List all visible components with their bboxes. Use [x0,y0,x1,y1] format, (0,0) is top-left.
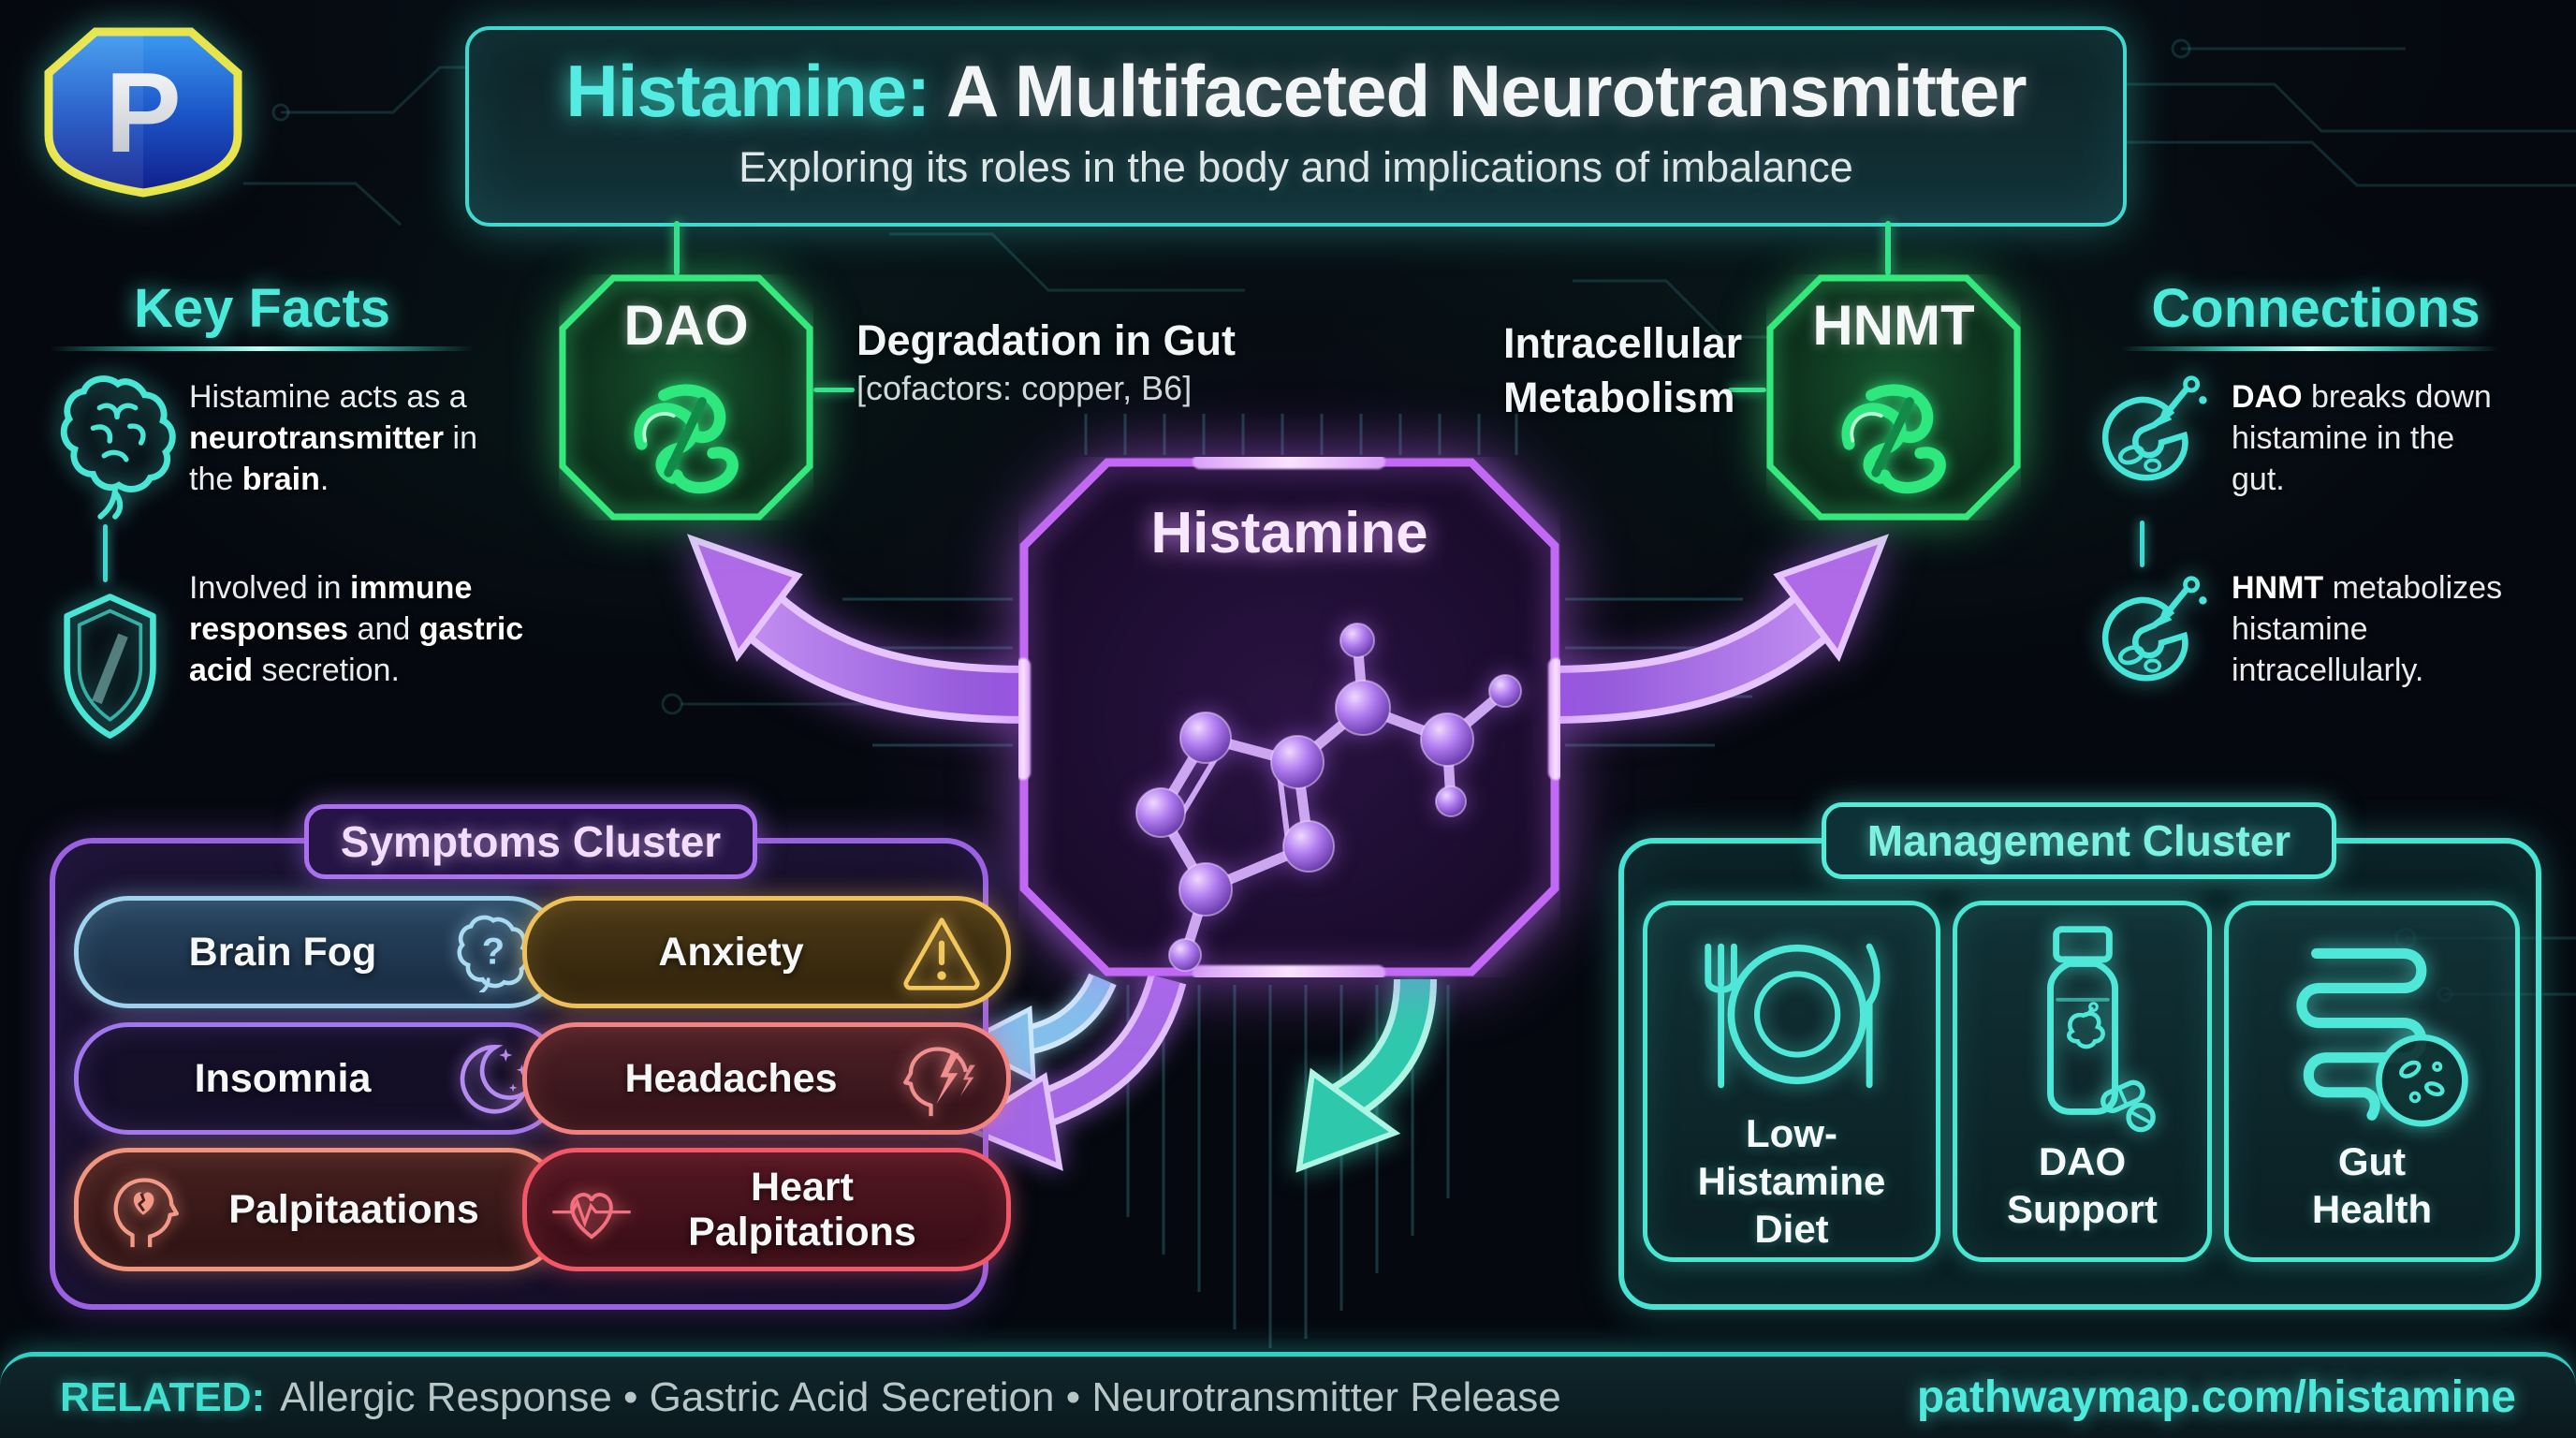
connections-underline [2121,346,2499,351]
title-panel: Histamine: A Multifaceted Neurotransmitt… [465,26,2127,227]
moon-stars-icon [460,1045,529,1114]
connector-keyfacts [103,524,108,582]
heart-ecg-icon [552,1193,631,1240]
connector-title-hnmt [1885,221,1891,275]
key-fact-1: Histamine acts as a neurotransmitter in … [189,379,477,498]
pill-palpitations-typo: Palpitaations [74,1148,563,1271]
footer-url: pathwaymap.com/histamine [1916,1372,2516,1422]
enzyme-cell-icon [2086,573,2209,715]
hnmt-label: HNMT [1812,294,1975,357]
gut-icon [2296,947,2468,1127]
brain-icon [58,371,178,521]
shield-icon [60,590,161,743]
histamine-node: Histamine [1018,457,1560,977]
key-fact-2: Involved in immune responses and gastric… [189,570,524,689]
dao-node: DAO [559,274,813,521]
logo-badge: P [37,21,249,204]
related-items: Allergic Response • Gastric Acid Secreti… [280,1373,1561,1420]
key-facts-heading: Key Facts [133,278,391,339]
card-dao-support: DAO Support [1953,901,2212,1262]
card-gut-health: Gut Health [2224,901,2520,1262]
hnmt-side-title: Intracellular Metabolism [1503,319,1743,421]
histamine-label: Histamine [1150,501,1428,565]
connection-1: DAO breaks down histamine in the gut. [2232,379,2492,498]
head-lightning-icon [903,1047,975,1117]
dao-label: DAO [623,294,749,357]
key-facts-underline [50,346,473,351]
warning-triangle-icon [903,917,980,990]
diet-plate-icon [1705,943,1881,1089]
management-cluster-badge: Management Cluster [1822,802,2336,879]
connector-hnmt-label [1728,388,1766,392]
molecule-3d [1135,623,1522,972]
footer-bar: RELATED: Allergic Response • Gastric Acid… [0,1352,2576,1438]
card-low-histamine-diet: Low-Histamine Diet [1643,901,1940,1262]
connection-2: HNMT metabolizes histamine intracellular… [2232,570,2503,689]
related-label: RELATED: [60,1373,266,1420]
brain-question-icon: ? [457,915,530,992]
connector-dao-label [813,388,855,392]
pill-insomnia: Insomnia [74,1022,563,1135]
supplement-bottle-icon [2046,926,2156,1133]
connector-title-dao [674,221,680,275]
pill-brain-fog: Brain Fog ? [74,896,563,1008]
pill-anxiety: Anxiety [522,896,1011,1008]
connections-heading: Connections [2151,278,2481,339]
pill-heart-palpitations: Heart Palpitations [522,1148,1011,1271]
enzyme-cell-icon [2086,373,2209,515]
dao-side-title: Degradation in Gut [856,316,1236,364]
symptoms-heading: Symptoms Cluster [340,817,722,866]
svg-text:?: ? [482,931,505,972]
hnmt-node: HNMT [1766,274,2021,521]
connector-connections [2140,521,2144,567]
dao-side-sub: [cofactors: copper, B6] [856,369,1193,407]
related-topics: RELATED: Allergic Response • Gastric Acid… [60,1374,1561,1421]
protein-ribbon-icon [634,384,739,494]
page-title: Histamine: A Multifaceted Neurotransmitt… [565,50,2027,132]
page-subtitle: Exploring its roles in the body and impl… [739,143,1853,191]
symptoms-cluster-badge: Symptoms Cluster [304,804,757,879]
logo-letter: P [105,49,181,176]
protein-ribbon-icon [1841,384,1946,494]
pill-headaches: Headaches [522,1022,1011,1135]
head-heart-icon [113,1178,179,1248]
management-heading: Management Cluster [1866,816,2291,865]
